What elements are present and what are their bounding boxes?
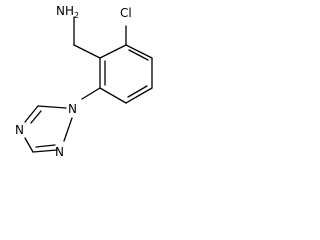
amine-symbol: NH <box>56 4 74 18</box>
bond-n2-to-n1 <box>63 117 73 142</box>
double-bond-inner-top-right <box>128 49 149 61</box>
bond-ring-right-lower-to-bottom <box>125 87 153 104</box>
bond-c5-to-n4 <box>24 105 39 123</box>
triazole-n2-label: N <box>55 145 64 159</box>
double-bond-c3-n2-inner <box>35 144 56 148</box>
bond-ring-top-left-to-top-right <box>99 44 127 59</box>
triazole-n1-label: N <box>68 102 77 116</box>
bond-ring-bottom-to-left-lower <box>99 87 127 104</box>
amine-label: NH2 <box>56 4 79 20</box>
chlorine-label: Cl <box>120 6 132 20</box>
bond-n4-to-c3 <box>24 137 34 153</box>
double-bond-c5-n4-inner <box>30 110 42 124</box>
benzene-ring <box>99 44 153 104</box>
bond-c3-to-n2 <box>32 149 58 153</box>
molecule-drawing: NH2 Cl N N N <box>15 4 153 159</box>
triazole-ring <box>24 105 73 153</box>
double-bond-inner-bottom-right <box>127 85 148 98</box>
amine-subscript: 2 <box>74 11 79 20</box>
bond-ring-top-right-to-right-upper <box>125 44 153 59</box>
structure-diagram: NH2 Cl N N N <box>0 0 178 180</box>
bond-ring-to-triazole <box>81 87 101 100</box>
triazole-n4-label: N <box>15 123 24 137</box>
bond-n1-to-c5 <box>37 105 67 109</box>
bond-ring-to-ch2 <box>73 44 101 59</box>
